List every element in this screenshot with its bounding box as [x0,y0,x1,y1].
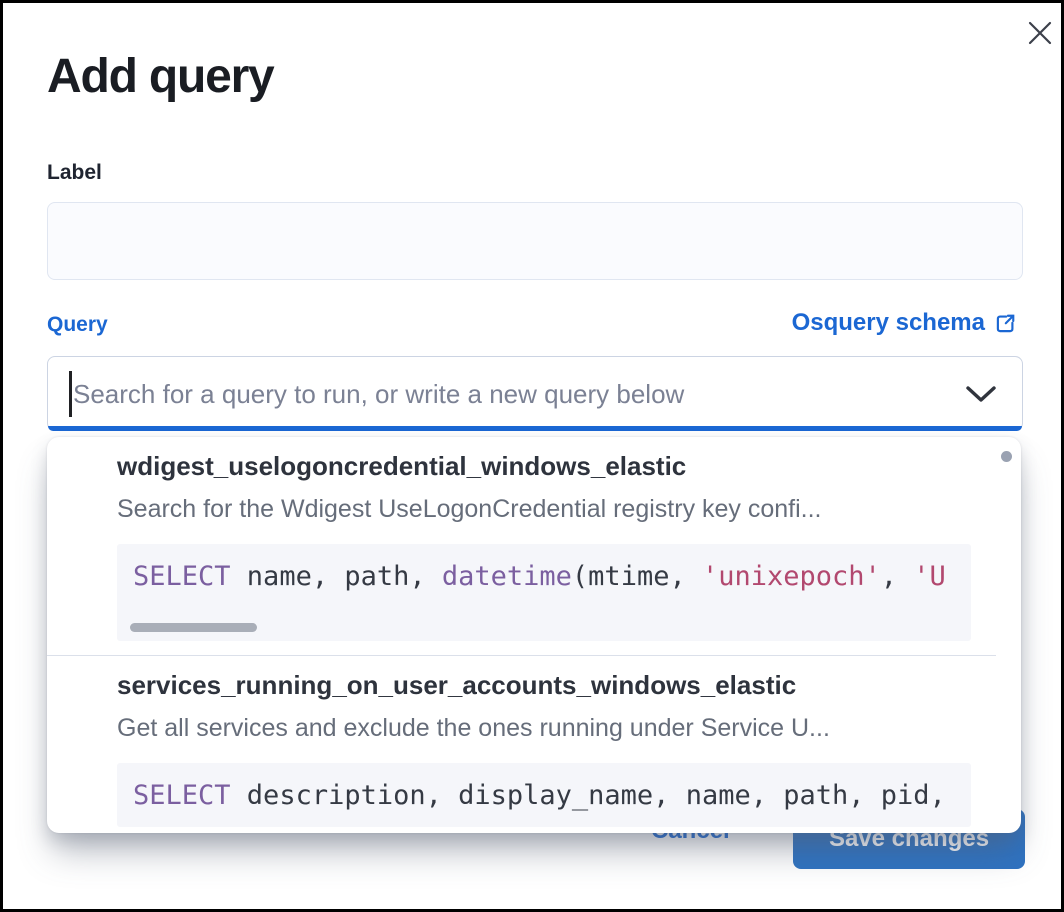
query-field-label: Query [47,313,108,336]
query-option-description: Get all services and exclude the ones ru… [117,714,830,742]
query-option-description: Search for the Wdigest UseLogonCredentia… [117,495,822,523]
page-title: Add query [47,50,275,103]
list-item[interactable]: services_running_on_user_accounts_window… [117,656,971,827]
sql-token-plain: (mtime, [571,561,702,592]
close-icon [1028,21,1052,44]
query-suggestions-dropdown: wdigest_uselogoncredential_windows_elast… [47,437,1021,833]
horizontal-scrollbar-thumb[interactable] [130,623,257,632]
text-cursor-caret [69,371,72,417]
query-option-sql-preview: SELECT description, display_name, name, … [117,763,971,827]
close-button[interactable] [1023,17,1057,51]
sql-token-keyword: SELECT [133,561,231,592]
sql-token-string: 'U [913,561,946,592]
query-option-sql-preview: SELECT name, path, datetime(mtime, 'unix… [117,544,971,641]
sql-token-plain: description, display_name, name, path, p… [230,780,946,811]
list-item[interactable]: wdigest_uselogoncredential_windows_elast… [117,451,971,641]
chevron-down-icon[interactable] [964,384,998,405]
combobox-placeholder: Search for a query to run, or write a ne… [73,378,685,409]
label-input[interactable] [47,202,1023,280]
label-field-label: Label [47,161,102,184]
option-divider [47,655,996,656]
sql-token-plain: , [880,561,914,592]
osquery-schema-link-label: Osquery schema [791,309,985,336]
query-option-title: services_running_on_user_accounts_window… [117,670,797,700]
sql-token-plain: name, path, [230,561,442,592]
external-link-popout-icon [996,314,1015,332]
sql-token-keyword: datetime [441,561,572,592]
query-option-title: wdigest_uselogoncredential_windows_elast… [117,451,687,481]
vertical-scrollbar-thumb[interactable] [1001,451,1012,462]
sql-token-string: 'unixepoch' [701,561,881,592]
sql-token-keyword: SELECT [133,780,231,811]
osquery-schema-link[interactable]: Osquery schema [792,309,1017,337]
query-search-combobox[interactable]: Search for a query to run, or write a ne… [47,356,1023,431]
